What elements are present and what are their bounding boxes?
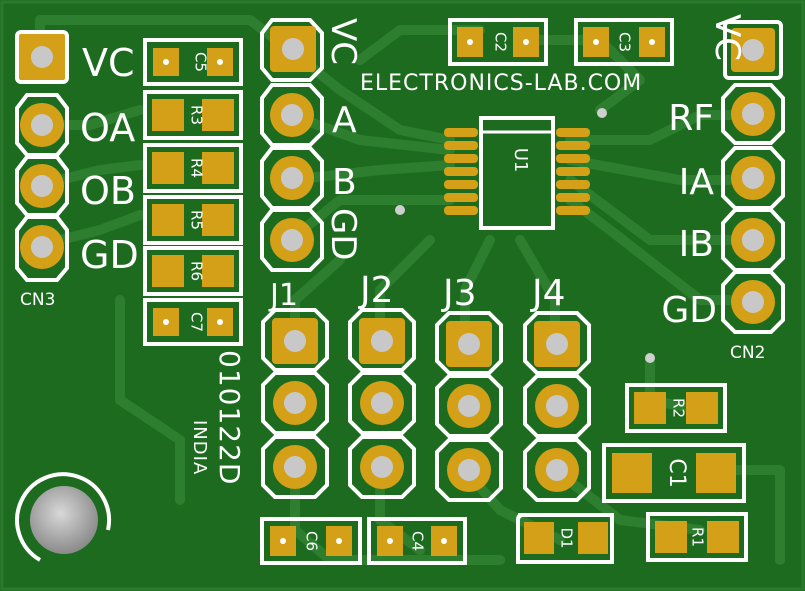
mid-pin-label-vc: VC <box>323 18 363 65</box>
jumper-j2-label: J2 <box>358 270 394 311</box>
resistor-r2[interactable]: R2 <box>625 383 727 433</box>
jumper-j4-pin-2[interactable] <box>523 374 591 438</box>
vias <box>395 108 655 363</box>
resistor-r5[interactable]: R5 <box>143 195 243 245</box>
cn2-pin-label-vc: VC <box>707 14 747 61</box>
resistor-r4-label: R4 <box>188 158 206 178</box>
cap-c3-label: C3 <box>616 32 634 52</box>
cap-c5-label: C5 <box>192 52 210 72</box>
jumper-j2-pin-2[interactable] <box>348 371 416 435</box>
cn2-pin-label-ib: IB <box>679 224 714 265</box>
mid-pin-4[interactable] <box>260 208 324 272</box>
cn3-pin-label-vc: VC <box>82 41 135 85</box>
cn3-pin-4[interactable] <box>15 215 69 282</box>
cn2-label: CN2 <box>730 343 765 363</box>
cn2-pin-label-ia: IA <box>679 162 715 203</box>
jumper-j3-pin-2[interactable] <box>435 374 503 438</box>
mid-pin-1[interactable] <box>260 18 324 82</box>
brand-text: ELECTRONICS-LAB.COM <box>360 71 642 96</box>
diode-d1-label: D1 <box>558 527 576 548</box>
cn2-pin-label-gd: GD <box>661 290 717 331</box>
jumper-j3-label: J3 <box>441 273 477 314</box>
cap-c7[interactable]: C7 <box>143 298 243 346</box>
jumper-j1-pin-2[interactable] <box>261 371 329 435</box>
resistor-r2-label: R2 <box>670 398 688 418</box>
cn3-pin-1[interactable] <box>15 30 69 84</box>
jumper-j4-pin-1[interactable] <box>523 311 591 375</box>
mid-pin-label-b: B <box>332 162 357 203</box>
cn2-pin-4[interactable] <box>721 208 785 272</box>
cn2-pin-2[interactable] <box>721 83 785 145</box>
resistor-r5-label: R5 <box>188 210 206 230</box>
resistor-r6[interactable]: R6 <box>143 246 243 296</box>
jumper-j1-pin-3[interactable] <box>261 435 329 499</box>
jumper-j3-pin-3[interactable] <box>435 438 503 502</box>
left-smd-column: C5 R3 R4 R5 R6 C7 <box>143 38 243 346</box>
cap-c4[interactable]: C4 <box>367 517 467 565</box>
jumper-j1: J1 <box>261 278 329 499</box>
mid-header: VC A B GD <box>260 18 363 272</box>
jumper-j3-pin-1[interactable] <box>435 311 503 375</box>
mid-pin-3[interactable] <box>260 146 324 210</box>
connector-cn3: CN3 VC OA OB GD <box>15 30 139 310</box>
cn2-pin-1[interactable] <box>723 20 783 80</box>
jumper-j4: J4 <box>523 273 591 502</box>
resistor-r4[interactable]: R4 <box>143 143 243 193</box>
resistor-r1[interactable]: R1 <box>646 512 748 562</box>
jumper-j1-label: J1 <box>268 278 298 313</box>
diode-d1[interactable]: D1 <box>516 513 614 564</box>
cn3-pin-label-ob: OB <box>80 169 136 213</box>
cap-c1-label: C1 <box>664 458 689 487</box>
cn3-pin-label-oa: OA <box>80 106 135 150</box>
ic-u1-label: U1 <box>510 148 531 173</box>
cap-c7-label: C7 <box>188 312 206 332</box>
cap-c4-label: C4 <box>409 531 427 551</box>
cn2-pin-label-rf: RF <box>668 98 714 139</box>
jumper-j3: J3 <box>435 273 503 502</box>
resistor-r3-label: R3 <box>188 105 206 125</box>
mid-pin-label-a: A <box>332 100 357 141</box>
cn2-pin-5[interactable] <box>721 270 785 334</box>
cn3-label: CN3 <box>20 290 55 310</box>
jumper-j2: J2 <box>348 270 416 499</box>
ic-u1[interactable]: U1 <box>444 116 590 230</box>
jumper-j2-pin-1[interactable] <box>348 308 416 372</box>
jumper-j4-pin-3[interactable] <box>523 438 591 502</box>
cap-c2-label: C2 <box>492 32 510 52</box>
mounting-hole <box>15 472 112 562</box>
resistor-r1-label: R1 <box>689 527 707 547</box>
cap-c6[interactable]: C6 <box>260 517 362 565</box>
cap-c1[interactable]: C1 <box>602 443 746 503</box>
mid-pin-label-gd: GD <box>323 208 363 261</box>
connector-cn2: CN2 VC RF IA IB GD <box>661 14 785 363</box>
resistor-r6-label: R6 <box>188 261 206 281</box>
board-id-text: 010122D <box>213 350 246 485</box>
jumper-j2-pin-3[interactable] <box>348 435 416 499</box>
cap-c2[interactable]: C2 <box>448 18 548 66</box>
cap-c6-label: C6 <box>303 531 321 551</box>
cap-c3[interactable]: C3 <box>574 18 674 66</box>
cn3-pin-label-gd: GD <box>80 233 139 277</box>
jumper-j1-pin-1[interactable] <box>261 308 329 372</box>
mid-pin-2[interactable] <box>260 83 324 147</box>
jumper-j4-label: J4 <box>530 273 566 314</box>
country-text: INDIA <box>189 420 210 475</box>
cap-c5[interactable]: C5 <box>143 38 243 86</box>
resistor-r3[interactable]: R3 <box>143 90 243 140</box>
